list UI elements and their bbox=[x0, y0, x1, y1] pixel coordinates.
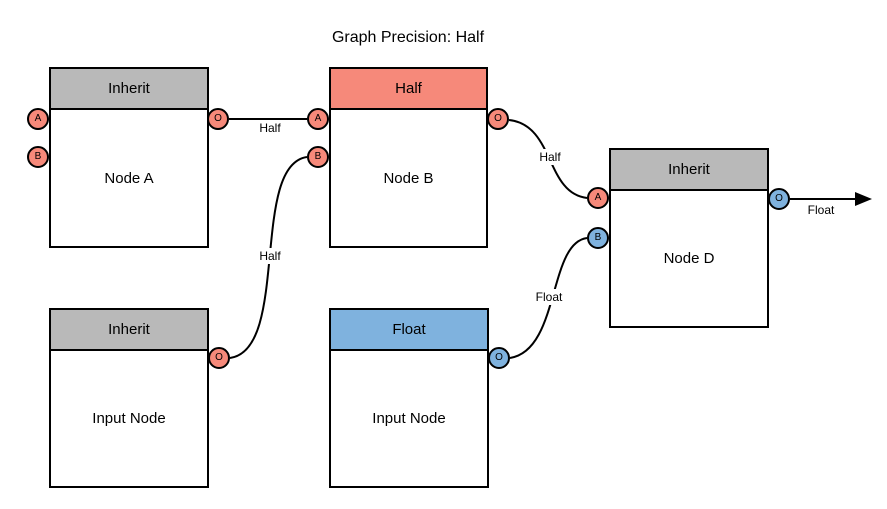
input-node-left-output-port-o[interactable]: O bbox=[208, 347, 230, 369]
node-d-output-port-o[interactable]: O bbox=[768, 188, 790, 210]
edge-label-d-output: Float bbox=[804, 202, 838, 218]
input-node-left-label: Input Node bbox=[92, 410, 166, 427]
node-b-output-port-o[interactable]: O bbox=[487, 108, 509, 130]
node-d-input-port-a[interactable]: A bbox=[587, 187, 609, 209]
input-node-middle-header: Float bbox=[331, 310, 487, 351]
node-d-header: Inherit bbox=[611, 150, 767, 191]
input-node-middle-label: Input Node bbox=[372, 410, 446, 427]
edge-label-b-to-d: Half bbox=[536, 149, 564, 165]
node-a-input-port-a[interactable]: A bbox=[27, 108, 49, 130]
edge-label-input-left-to-b: Half bbox=[256, 248, 284, 264]
input-node-left-header: Inherit bbox=[51, 310, 207, 351]
node-a-header: Inherit bbox=[51, 69, 207, 110]
input-node-left[interactable]: Inherit Input Node bbox=[49, 308, 209, 488]
node-a[interactable]: Inherit Node A bbox=[49, 67, 209, 248]
node-b-input-port-a[interactable]: A bbox=[307, 108, 329, 130]
arrow-head bbox=[855, 192, 872, 206]
input-node-middle-output-port-o[interactable]: O bbox=[488, 347, 510, 369]
node-d-input-port-b[interactable]: B bbox=[587, 227, 609, 249]
edge-label-input-middle-to-d: Float bbox=[532, 289, 566, 305]
edge-label-a-to-b: Half bbox=[256, 120, 284, 136]
node-d-label: Node D bbox=[663, 250, 715, 267]
node-a-label: Node A bbox=[104, 169, 154, 187]
graph-title: Graph Precision: Half bbox=[331, 29, 485, 46]
node-b[interactable]: Half Node B bbox=[329, 67, 488, 248]
input-node-middle[interactable]: Float Input Node bbox=[329, 308, 489, 488]
node-d[interactable]: Inherit Node D bbox=[609, 148, 769, 328]
node-b-input-port-b[interactable]: B bbox=[307, 146, 329, 168]
node-a-output-port-o[interactable]: O bbox=[207, 108, 229, 130]
node-a-input-port-b[interactable]: B bbox=[27, 146, 49, 168]
node-b-header: Half bbox=[331, 69, 486, 110]
node-b-label: Node B bbox=[383, 169, 434, 187]
